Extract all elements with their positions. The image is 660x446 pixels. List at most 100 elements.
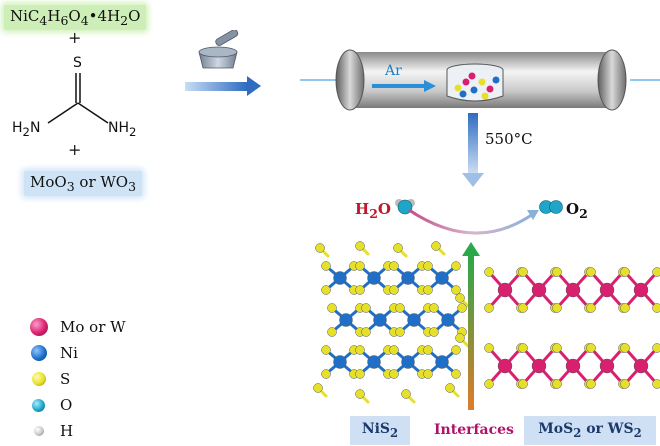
s-atom [321,285,331,295]
heterostructure-crystal [313,241,660,404]
ni-atom [401,271,415,285]
mo-w-source-label: MoO3 or WO3 [24,171,143,196]
yellow-sphere-icon [32,372,46,386]
s-atom [389,369,399,379]
legend-item-h: H [30,418,126,444]
mo-atom [531,282,547,298]
s-atom [586,343,596,353]
thiourea-amine-right: NH2 [108,120,137,139]
s-atom [361,327,371,337]
s-atom [313,383,323,393]
s-atom [552,267,562,277]
s-atom [327,303,337,313]
s-atom [652,343,660,353]
legend-item-mo-w: Mo or W [30,314,126,340]
s-atom [484,343,494,353]
reaction-arc-arrow [408,208,539,235]
mortar-pestle-icon [185,30,261,96]
s-atom [652,303,660,313]
ni-atom [333,355,347,369]
mo-atom [497,282,513,298]
element-legend: Mo or W Ni S O H [30,314,126,444]
ni-atom [333,271,347,285]
ni-atom [435,355,449,369]
s-atom [455,333,465,343]
s-atom [423,261,433,271]
s-atom [518,379,528,389]
ni-atom [407,313,421,327]
s-atom [586,267,596,277]
mo-atom [531,358,547,374]
mo-atom [599,282,615,298]
temperature-label: 550°C [485,130,533,148]
mo-atom [633,282,649,298]
argon-gas-label: Ar [385,63,402,79]
tube-furnace [300,49,660,111]
plus-sign: + [68,28,82,47]
s-atom [445,383,455,393]
s-atom [389,345,399,355]
s-atom [395,327,405,337]
s-atom [552,343,562,353]
s-atom [423,285,433,295]
s-atom [389,285,399,295]
water-molecule-icon [395,199,415,215]
mo-atom [599,358,615,374]
s-atom [451,261,461,271]
s-atom [484,379,494,389]
s-atom [393,243,403,253]
s-atom [457,303,467,313]
thiourea-structure [47,73,109,124]
s-atom [620,379,630,389]
oxygen-label: O2 [566,200,588,221]
s-atom [327,327,337,337]
s-atom [451,345,461,355]
ni-atom [367,355,381,369]
s-atom [552,379,562,389]
nis2-label: NiS2 [350,416,410,445]
down-arrow-icon [462,113,484,187]
s-atom [321,261,331,271]
ni-atom [435,271,449,285]
ni-atom [401,355,415,369]
s-atom [423,345,433,355]
s-atom [423,369,433,379]
s-atom [315,243,325,253]
ni-atom [373,313,387,327]
mo-atom [565,282,581,298]
s-atom [361,303,371,313]
s-atom [620,303,630,313]
cyan-sphere-icon [32,398,45,412]
thiourea-sulfur: S [73,55,82,71]
s-atom [451,285,461,295]
oxygen-molecule-icon [539,200,563,214]
s-atom [355,261,365,271]
s-atom [518,303,528,313]
s-atom [355,369,365,379]
s-atom [429,303,439,313]
water-label: H2O [355,200,391,221]
s-atom [518,343,528,353]
s-atom [321,345,331,355]
s-atom [355,285,365,295]
s-atom [355,389,365,399]
s-atom [389,261,399,271]
s-atom [586,379,596,389]
s-atom [652,267,660,277]
pink-sphere-icon [30,318,48,336]
legend-item-o: O [30,392,126,418]
s-atom [586,303,596,313]
s-atom [395,303,405,313]
mo-atom [633,358,649,374]
ni-atom [441,313,455,327]
s-atom [431,241,441,251]
s-atom [401,389,411,399]
thiourea-amine-left: H2N [12,120,41,139]
s-atom [620,343,630,353]
s-atom [620,267,630,277]
mo-atom [565,358,581,374]
ni-atom [339,313,353,327]
s-atom [429,327,439,337]
s-atom [321,369,331,379]
interface-arrow-icon [462,242,480,410]
